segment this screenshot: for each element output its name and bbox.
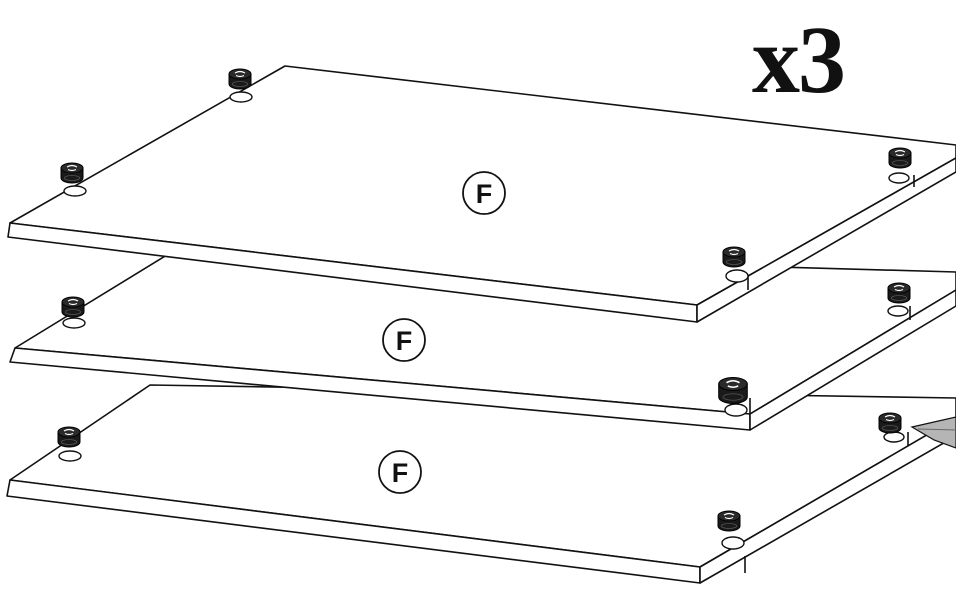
panel-bottom	[6, 384, 956, 584]
cam-lock-fasteners	[57, 68, 912, 532]
cam-lock-fastener	[61, 296, 85, 318]
cam-lock-fastener	[878, 412, 902, 434]
cam-lock-fastener	[888, 147, 912, 169]
panel-label-bottom: F	[378, 450, 422, 494]
panel-label-top: F	[462, 171, 506, 215]
panel-label-top-text: F	[476, 179, 493, 209]
cam-lock-fastener	[717, 510, 741, 532]
panel-label-middle: F	[382, 318, 426, 362]
screwdriver-icon	[910, 416, 956, 449]
panel-label-bottom-text: F	[392, 458, 409, 488]
quantity-label: x3	[752, 6, 846, 113]
drill-holes	[58, 91, 910, 550]
cam-lock-fastener	[228, 68, 252, 90]
cam-lock-fastener	[718, 377, 748, 404]
cam-lock-fastener	[57, 426, 81, 448]
cam-lock-fastener	[60, 162, 84, 184]
cam-lock-fastener	[887, 282, 911, 304]
cam-lock-fastener	[722, 246, 746, 268]
panel-label-middle-text: F	[396, 326, 413, 356]
